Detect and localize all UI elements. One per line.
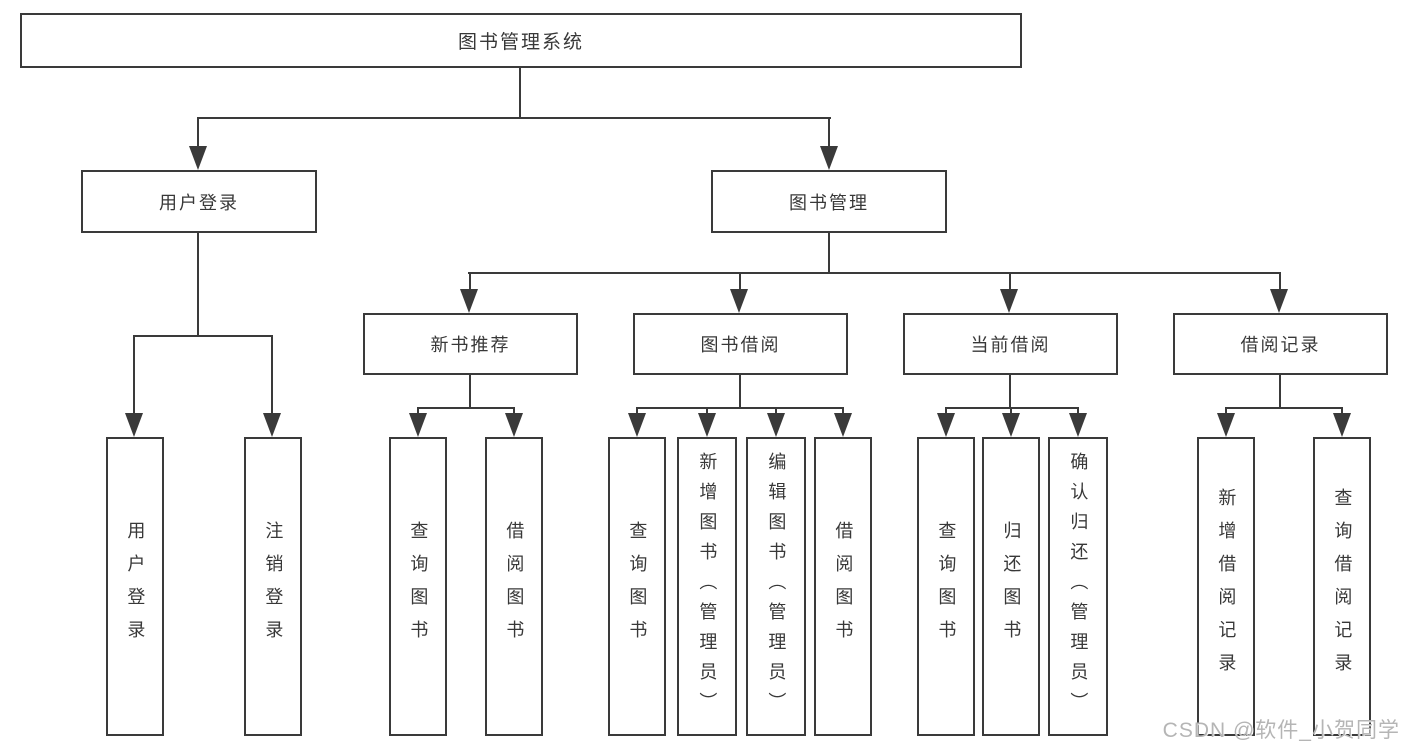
connector-line: [271, 335, 273, 415]
connector-line: [1279, 375, 1281, 408]
connector-line: [133, 335, 273, 337]
arrow-down-icon: [1069, 413, 1087, 437]
node-label: 编辑图书（管理员）: [766, 451, 787, 722]
connector-line: [636, 407, 638, 415]
leaf-br-add-record: 新增借阅记录: [1197, 437, 1255, 736]
node-label: 用户登录: [125, 520, 146, 653]
arrow-down-icon: [1270, 289, 1288, 313]
arrow-down-icon: [409, 413, 427, 437]
connector-line: [513, 407, 515, 415]
connector-line: [828, 117, 830, 149]
arrow-down-icon: [125, 413, 143, 437]
leaf-bb-edit-books-admin: 编辑图书（管理员）: [746, 437, 806, 736]
arrow-down-icon: [460, 289, 478, 313]
leaf-bb-add-books-admin: 新增图书（管理员）: [677, 437, 737, 736]
arrow-down-icon: [1217, 413, 1235, 437]
connector-line: [519, 68, 521, 118]
leaf-br-query-record: 查询借阅记录: [1313, 437, 1371, 736]
arrow-down-icon: [189, 146, 207, 170]
connector-line: [1225, 407, 1343, 409]
node-label: 查询借阅记录: [1332, 487, 1353, 686]
connector-line: [417, 407, 419, 415]
leaf-cb-query-books: 查询图书: [917, 437, 975, 736]
node-label: 新增图书（管理员）: [697, 451, 718, 722]
arrow-down-icon: [1333, 413, 1351, 437]
node-user-login: 用户登录: [81, 170, 317, 233]
node-root: 图书管理系统: [20, 13, 1022, 68]
node-label: 新增借阅记录: [1216, 487, 1237, 686]
arrow-down-icon: [1002, 413, 1020, 437]
leaf-nb-borrow-books: 借阅图书: [485, 437, 543, 736]
connector-line: [842, 407, 844, 415]
connector-line: [197, 117, 199, 149]
node-book-borrowing: 图书借阅: [633, 313, 848, 375]
connector-line: [1009, 375, 1011, 408]
connector-line: [945, 407, 947, 415]
leaf-nb-query-books: 查询图书: [389, 437, 447, 736]
arrow-down-icon: [767, 413, 785, 437]
leaf-logout-login: 注销登录: [244, 437, 302, 736]
node-book-management: 图书管理: [711, 170, 947, 233]
leaf-cb-confirm-return-admin: 确认归还（管理员）: [1048, 437, 1108, 736]
connector-line: [1010, 407, 1012, 415]
connector-line: [1077, 407, 1079, 415]
arrow-down-icon: [820, 146, 838, 170]
csdn-watermark: CSDN @软件_小贺同学: [1162, 719, 1400, 742]
connector-line: [1225, 407, 1227, 415]
connector-line: [1341, 407, 1343, 415]
node-label: 查询图书: [936, 520, 957, 653]
connector-line: [469, 375, 471, 408]
connector-line: [739, 375, 741, 408]
connector-line: [636, 407, 844, 409]
node-label: 借阅图书: [504, 520, 525, 653]
arrow-down-icon: [937, 413, 955, 437]
node-label: 查询图书: [408, 520, 429, 653]
arrow-down-icon: [698, 413, 716, 437]
connector-line: [469, 272, 471, 292]
arrow-down-icon: [505, 413, 523, 437]
node-label: 注销登录: [263, 520, 284, 653]
connector-line: [775, 407, 777, 415]
connector-line: [417, 407, 515, 409]
node-label: 确认归还（管理员）: [1068, 451, 1089, 722]
connector-line: [828, 233, 830, 274]
connector-line: [468, 272, 1281, 274]
arrow-down-icon: [628, 413, 646, 437]
arrow-down-icon: [730, 289, 748, 313]
node-new-book-recommend: 新书推荐: [363, 313, 578, 375]
connector-line: [197, 117, 831, 119]
connector-line: [706, 407, 708, 415]
arrow-down-icon: [834, 413, 852, 437]
node-label: 查询图书: [627, 520, 648, 653]
connector-line: [1009, 272, 1011, 292]
arrow-down-icon: [1000, 289, 1018, 313]
connector-line: [739, 272, 741, 292]
leaf-bb-borrow-books: 借阅图书: [814, 437, 872, 736]
leaf-cb-return-books: 归还图书: [982, 437, 1040, 736]
node-borrowing-records: 借阅记录: [1173, 313, 1388, 375]
connector-line: [197, 233, 199, 336]
leaf-user-login: 用户登录: [106, 437, 164, 736]
node-current-borrowing: 当前借阅: [903, 313, 1118, 375]
leaf-bb-query-books: 查询图书: [608, 437, 666, 736]
connector-line: [1279, 272, 1281, 292]
node-label: 归还图书: [1001, 520, 1022, 653]
connector-line: [133, 335, 135, 415]
arrow-down-icon: [263, 413, 281, 437]
node-label: 借阅图书: [833, 520, 854, 653]
connector-line: [945, 407, 1079, 409]
